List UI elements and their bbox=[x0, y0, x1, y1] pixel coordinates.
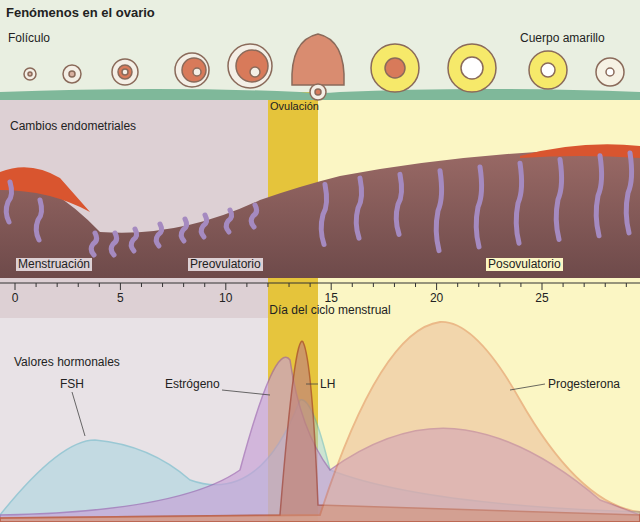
axis-tick bbox=[57, 283, 58, 287]
axis-tick bbox=[542, 283, 543, 290]
axis-tick bbox=[499, 283, 500, 287]
text-label: FSH bbox=[60, 378, 84, 391]
endometrial-gland bbox=[516, 163, 521, 243]
axis-tick bbox=[394, 283, 395, 287]
endometrial-gland bbox=[181, 219, 186, 241]
axis-tick bbox=[605, 283, 606, 287]
endometrial-gland bbox=[201, 215, 206, 237]
axis-tick bbox=[36, 283, 37, 287]
axis-tick bbox=[99, 283, 100, 287]
endometrial-gland bbox=[396, 174, 401, 234]
endometrial-gland bbox=[251, 205, 256, 227]
text-label: LH bbox=[320, 378, 335, 391]
text-label: Estrógeno bbox=[165, 378, 220, 391]
diagram-title: Fenómenos en el ovario bbox=[6, 6, 155, 20]
axis-number: 20 bbox=[430, 292, 443, 305]
text-label: Folículo bbox=[8, 32, 50, 45]
axis-tick bbox=[478, 283, 479, 287]
text-label: Progesterona bbox=[548, 378, 620, 391]
text-label: Menstruación bbox=[16, 258, 92, 271]
endometrial-gland bbox=[6, 182, 11, 222]
endometrial-gland bbox=[556, 159, 561, 239]
endometrial-gland bbox=[626, 153, 631, 233]
text-label: Ovulación bbox=[270, 100, 319, 112]
endometrial-gland bbox=[111, 233, 116, 255]
text-label: Posovulatorio bbox=[486, 258, 563, 271]
axis-number: 0 bbox=[12, 292, 19, 305]
endometrial-gland bbox=[321, 185, 326, 245]
axis-number: 5 bbox=[117, 292, 124, 305]
endometrial-gland bbox=[596, 156, 601, 236]
axis-tick bbox=[310, 283, 311, 287]
endometrial-gland bbox=[36, 200, 41, 240]
axis-tick bbox=[204, 283, 205, 287]
axis-tick bbox=[289, 283, 290, 287]
axis-tick bbox=[352, 283, 353, 287]
axis-tick bbox=[162, 283, 163, 287]
axis-number: 10 bbox=[219, 292, 232, 305]
endometrial-gland bbox=[356, 178, 361, 238]
axis-tick bbox=[225, 283, 226, 290]
axis-tick bbox=[436, 283, 437, 290]
endometrial-gland bbox=[156, 224, 161, 246]
axis-tick bbox=[246, 283, 247, 287]
text-label: Día del ciclo menstrual bbox=[269, 304, 390, 317]
axis-tick bbox=[626, 283, 627, 287]
text-label: Cambios endometriales bbox=[8, 120, 138, 133]
axis-tick bbox=[331, 283, 332, 290]
axis-tick bbox=[584, 283, 585, 287]
axis-tick bbox=[141, 283, 142, 287]
endometrial-gland bbox=[226, 210, 231, 232]
axis-number: 25 bbox=[535, 292, 548, 305]
axis-tick bbox=[415, 283, 416, 287]
endometrial-gland bbox=[91, 233, 96, 255]
endometrial-gland bbox=[131, 229, 136, 251]
axis-tick bbox=[563, 283, 564, 287]
text-label: Cuerpo amarillo bbox=[520, 32, 605, 45]
text-label: Preovulatorio bbox=[188, 258, 263, 271]
text-label: Valores hormonales bbox=[14, 356, 120, 369]
endometrial-gland bbox=[436, 171, 441, 251]
axis-tick bbox=[183, 283, 184, 287]
axis-tick bbox=[457, 283, 458, 287]
axis-tick bbox=[267, 283, 268, 287]
axis-tick bbox=[373, 283, 374, 287]
axis-tick bbox=[78, 283, 79, 287]
axis-tick bbox=[120, 283, 121, 290]
axis-tick bbox=[520, 283, 521, 287]
endometrial-gland bbox=[476, 167, 481, 247]
axis-tick bbox=[15, 283, 16, 290]
